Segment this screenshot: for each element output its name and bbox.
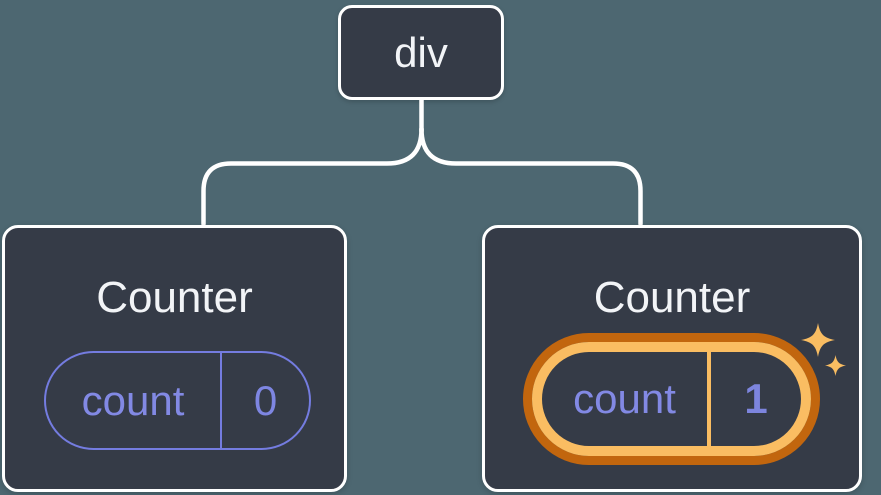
state-pill-right-value-cell: 1 (711, 352, 801, 446)
state-pill-left: count 0 (44, 351, 311, 450)
root-node-label: div (394, 28, 448, 76)
counter-card-right: Counter count 1 (482, 225, 862, 492)
state-pill-highlighted-inner: count 1 (532, 342, 811, 456)
state-pill-left-value-cell: 0 (222, 353, 309, 448)
state-value-updated: 1 (744, 375, 768, 422)
state-pill-highlighted: count 1 (523, 333, 820, 465)
sparkle-icon (825, 355, 846, 376)
sparkle-icon (801, 323, 835, 357)
state-key-label: count (81, 376, 185, 424)
state-value: 0 (253, 376, 278, 424)
state-pill-right-key-cell: count (542, 352, 711, 446)
counter-card-right-title: Counter (593, 273, 751, 322)
state-key-label: count (573, 375, 676, 422)
root-node: div (338, 5, 504, 100)
counter-card-left: Counter count 0 (2, 225, 347, 492)
counter-card-left-title: Counter (96, 273, 253, 322)
state-pill-left-key-cell: count (46, 353, 222, 448)
connector-branch-right (419, 126, 643, 227)
connector-branch-left (201, 126, 424, 227)
